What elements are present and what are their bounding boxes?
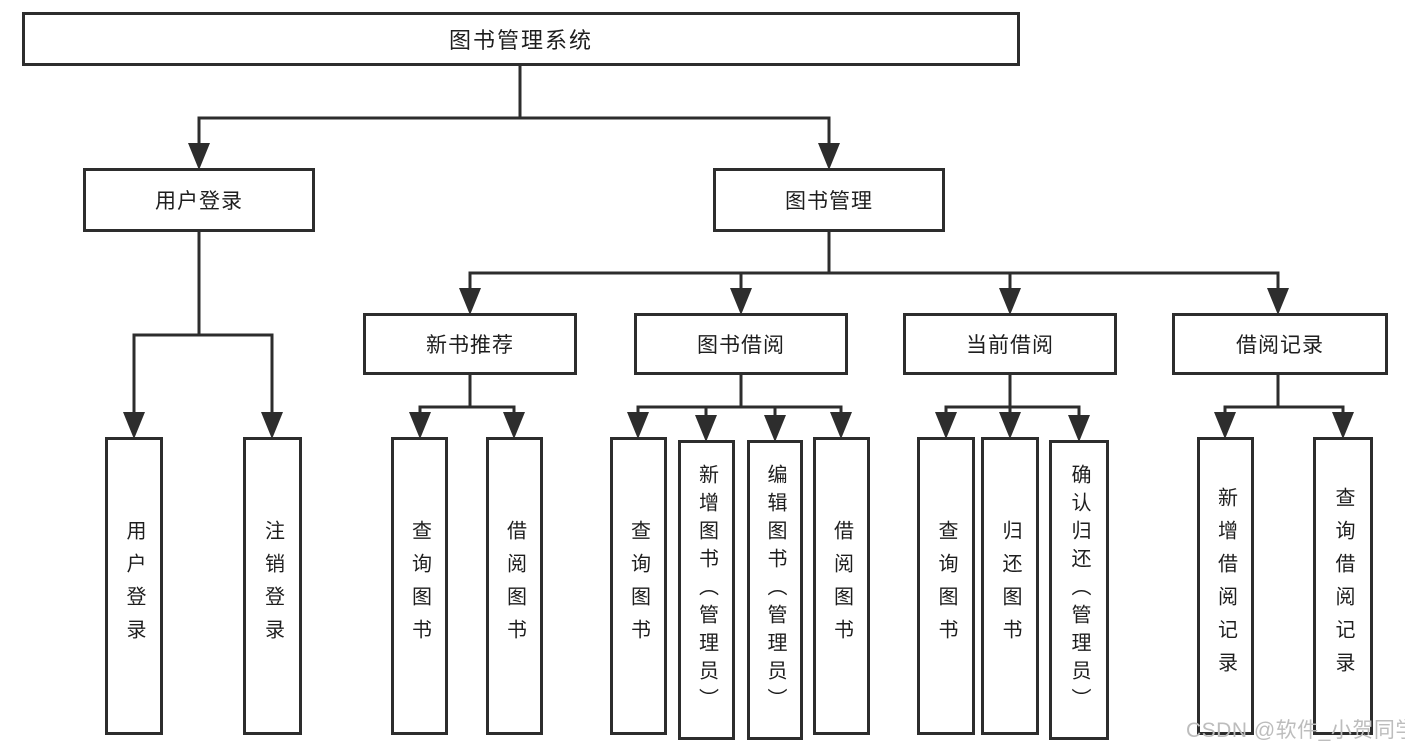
leaf-borrow-book: 借阅图书 <box>813 437 870 735</box>
node-label: 查询图书 <box>408 520 431 652</box>
node-label: 借阅图书 <box>503 520 526 652</box>
node-label: 新增图书（管理员） <box>695 464 718 716</box>
leaf-query-book: 查询图书 <box>610 437 667 735</box>
node-label: 查询图书 <box>935 520 957 652</box>
node-current-borrow: 当前借阅 <box>903 313 1117 375</box>
leaf-confirm-return-admin: 确认归还（管理员） <box>1049 440 1109 740</box>
leaf-query-book: 查询图书 <box>917 437 975 735</box>
node-library-management-system: 图书管理系统 <box>22 12 1020 66</box>
arrowhead-down-icons <box>123 143 1354 442</box>
node-label: 注销登录 <box>261 520 284 652</box>
node-label: 用户登录 <box>123 520 145 652</box>
leaf-add-borrow-record: 新增借阅记录 <box>1197 437 1254 735</box>
node-label: 图书管理系统 <box>448 28 593 53</box>
node-label: 借阅记录 <box>1236 334 1324 357</box>
watermark-text: CSDN @软件_小贺同学 <box>1186 719 1405 742</box>
node-label: 当前借阅 <box>966 334 1054 357</box>
node-label: 新书推荐 <box>426 334 514 357</box>
leaf-logout: 注销登录 <box>243 437 302 735</box>
node-book-borrow: 图书借阅 <box>634 313 848 375</box>
node-label: 图书借阅 <box>697 334 785 357</box>
leaf-edit-book-admin: 编辑图书（管理员） <box>747 440 803 740</box>
node-label: 编辑图书（管理员） <box>764 464 786 716</box>
node-label: 归还图书 <box>999 520 1021 652</box>
leaf-return-book: 归还图书 <box>981 437 1039 735</box>
connector-lines <box>132 65 1345 417</box>
node-label: 查询图书 <box>627 520 650 652</box>
node-label: 确认归还（管理员） <box>1068 464 1090 716</box>
node-label: 查询借阅记录 <box>1332 487 1354 685</box>
leaf-query-book: 查询图书 <box>391 437 448 735</box>
node-label: 用户登录 <box>155 190 243 213</box>
node-label: 借阅图书 <box>830 520 853 652</box>
node-book-management: 图书管理 <box>713 168 945 232</box>
node-borrow-records: 借阅记录 <box>1172 313 1388 375</box>
node-label: 新增借阅记录 <box>1214 487 1237 685</box>
node-label: 图书管理 <box>785 190 873 213</box>
node-user-login: 用户登录 <box>83 168 315 232</box>
leaf-user-login: 用户登录 <box>105 437 163 735</box>
leaf-query-borrow-record: 查询借阅记录 <box>1313 437 1373 735</box>
node-new-book-recommend: 新书推荐 <box>363 313 577 375</box>
leaf-borrow-book: 借阅图书 <box>486 437 543 735</box>
leaf-add-book-admin: 新增图书（管理员） <box>678 440 735 740</box>
